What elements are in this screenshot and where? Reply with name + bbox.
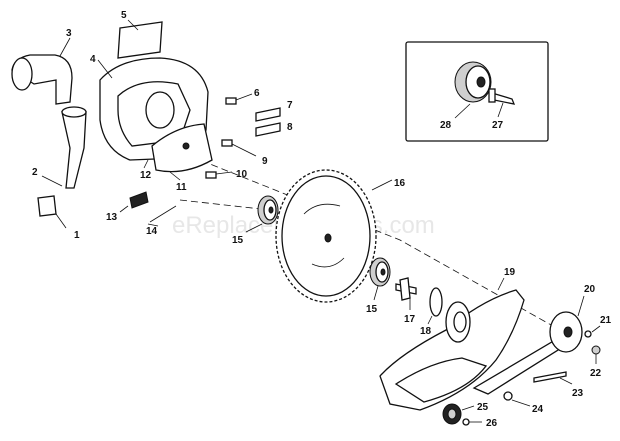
pin-part-23 <box>533 371 567 383</box>
callout-14: 14 <box>146 226 158 237</box>
leader-15-right <box>373 285 379 301</box>
callout-19: 19 <box>504 267 516 278</box>
leader-19 <box>497 277 505 291</box>
callout-16: 16 <box>394 178 406 189</box>
callout-7: 7 <box>287 100 293 111</box>
callout-18: 18 <box>420 326 432 337</box>
screw-part-9 <box>221 139 233 147</box>
washer-part-15-right <box>369 257 391 287</box>
leader-23 <box>559 377 573 385</box>
inset-box <box>405 41 549 142</box>
callout-13: 13 <box>106 212 118 223</box>
callout-11: 11 <box>176 182 187 193</box>
block-part-13 <box>129 191 149 209</box>
leader-21 <box>591 325 601 333</box>
screw-part-26 <box>462 418 470 426</box>
leader-12 <box>143 159 149 169</box>
leader-20 <box>577 295 585 317</box>
plate-hole <box>182 142 190 150</box>
callout-5: 5 <box>121 10 127 21</box>
callout-6: 6 <box>254 88 260 99</box>
washer-part-15-left <box>257 195 279 225</box>
leader-11 <box>169 171 181 181</box>
screw-part-24 <box>503 391 513 401</box>
callout-2: 2 <box>32 167 38 178</box>
leader-13 <box>119 205 129 213</box>
leader-28 <box>454 103 471 119</box>
callout-20: 20 <box>584 284 596 295</box>
leader-4 <box>97 59 113 79</box>
callout-22: 22 <box>590 368 602 379</box>
leader-24 <box>511 399 531 407</box>
screw-part-6 <box>225 97 237 105</box>
callout-10: 10 <box>236 169 248 180</box>
elbow-opening <box>11 57 33 91</box>
ring-part-18 <box>429 287 443 317</box>
screw-part-14 <box>149 205 177 223</box>
roller-hub <box>563 326 573 338</box>
leader-15-left <box>245 223 263 233</box>
clip-part-1 <box>37 195 57 217</box>
wheel-hub <box>447 408 457 420</box>
callout-25: 25 <box>477 402 489 413</box>
knob-hole <box>476 76 486 88</box>
leader-1 <box>55 213 67 229</box>
leader-2 <box>41 175 63 187</box>
guard-bore <box>453 311 467 333</box>
callout-23: 23 <box>572 388 584 399</box>
pin-part-21 <box>584 330 592 338</box>
nut-part-22 <box>591 345 601 355</box>
screw-part-10 <box>205 171 217 179</box>
callout-28: 28 <box>440 120 452 131</box>
callout-17: 17 <box>404 314 416 325</box>
plate-part-11 <box>151 123 213 173</box>
leader-18 <box>427 315 433 325</box>
leader-16 <box>371 179 393 191</box>
bracket-part-8 <box>255 122 281 137</box>
callout-26: 26 <box>486 418 498 429</box>
callout-15-left: 15 <box>232 235 244 246</box>
bracket-part-7 <box>255 107 281 122</box>
callout-3: 3 <box>66 28 72 39</box>
screw-head <box>488 88 496 103</box>
leader-6 <box>235 93 253 101</box>
guard-ribs <box>394 357 488 403</box>
dust-chute <box>61 111 87 189</box>
callout-4: 4 <box>90 54 96 65</box>
guard-hub <box>145 91 175 129</box>
leader-27 <box>497 102 504 118</box>
leader-3 <box>59 37 71 57</box>
leader-10 <box>215 171 233 175</box>
leader-25 <box>461 405 475 411</box>
callout-21: 21 <box>600 315 612 326</box>
callout-1: 1 <box>74 230 80 241</box>
alignment-line <box>179 199 271 211</box>
callout-24: 24 <box>532 404 544 415</box>
leader-14 <box>147 223 159 227</box>
callout-15-right: 15 <box>366 304 378 315</box>
saw-blade-part-16 <box>275 169 377 303</box>
leader-9 <box>231 143 257 157</box>
bolt-head <box>399 277 411 301</box>
callout-12: 12 <box>140 170 152 181</box>
callout-8: 8 <box>287 122 293 133</box>
callout-9: 9 <box>262 156 268 167</box>
label-plate-part-5 <box>117 21 163 59</box>
chute-mouth <box>61 106 87 118</box>
leader-5 <box>127 19 139 31</box>
callout-27: 27 <box>492 120 504 131</box>
